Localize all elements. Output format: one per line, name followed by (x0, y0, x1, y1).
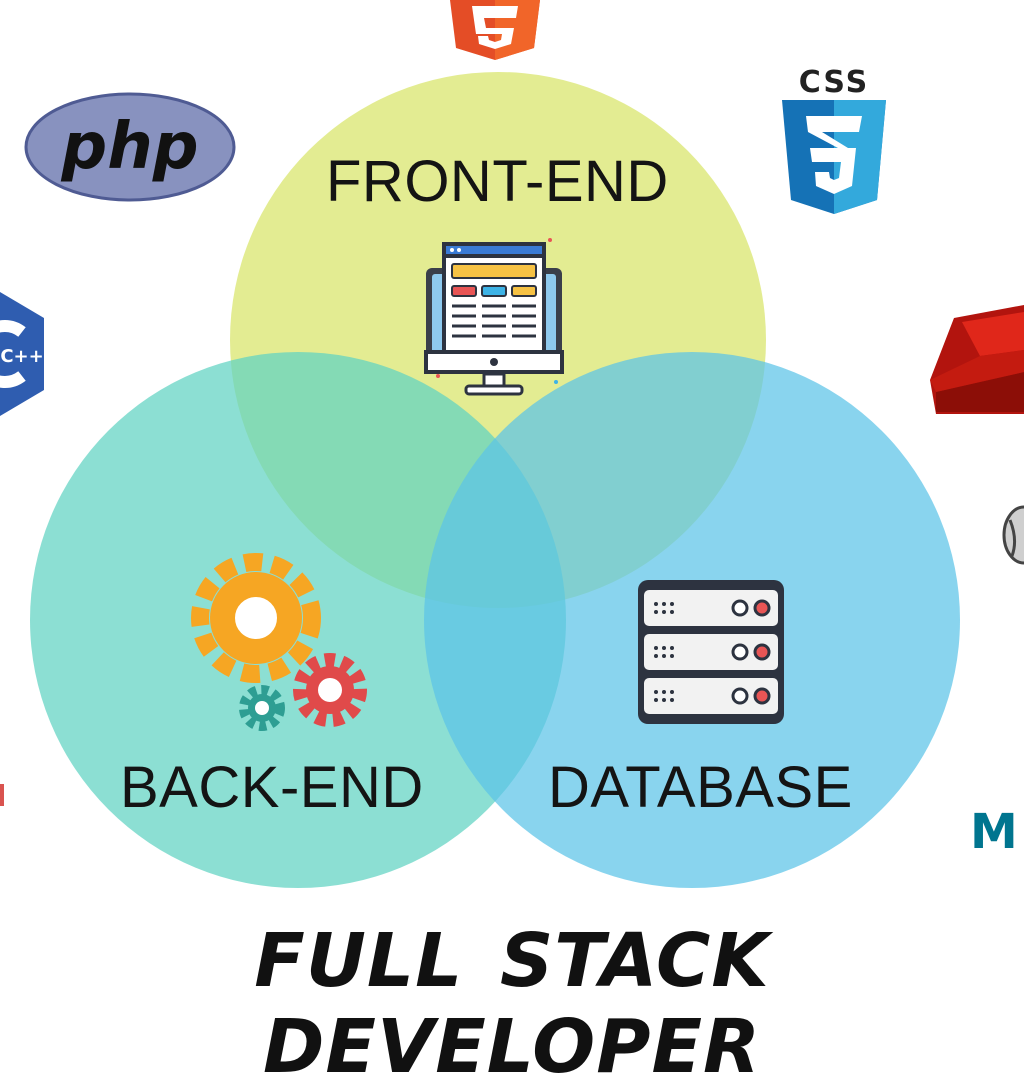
mysql-logo-text: M (970, 804, 1018, 860)
venn-diagram: php CSS C++ M (0, 0, 1024, 888)
ruby-logo (930, 305, 1024, 414)
large-gear-icon (191, 553, 321, 683)
red-gear-icon (293, 653, 367, 727)
partial-red-logo (0, 784, 4, 806)
diagram-title: FULL STACK DEVELOPER (254, 918, 770, 1090)
cpp-logo-text: C++ (0, 346, 43, 367)
cpp-logo: C++ (0, 292, 44, 416)
php-logo: php (24, 92, 236, 202)
teal-gear-icon (239, 685, 285, 731)
html5-logo (450, 0, 540, 60)
partial-logo-icon (1002, 505, 1024, 565)
server-rack-icon (638, 580, 784, 724)
php-logo-text: php (60, 110, 198, 184)
gears-icon (191, 553, 367, 731)
monitor-webpage-icon (424, 238, 564, 396)
front-end-label: FRONT-END (326, 149, 669, 214)
back-end-label: BACK-END (120, 755, 424, 820)
database-label: DATABASE (548, 755, 853, 820)
css3-logo-text: CSS (799, 65, 869, 100)
css3-logo: CSS (782, 65, 886, 214)
